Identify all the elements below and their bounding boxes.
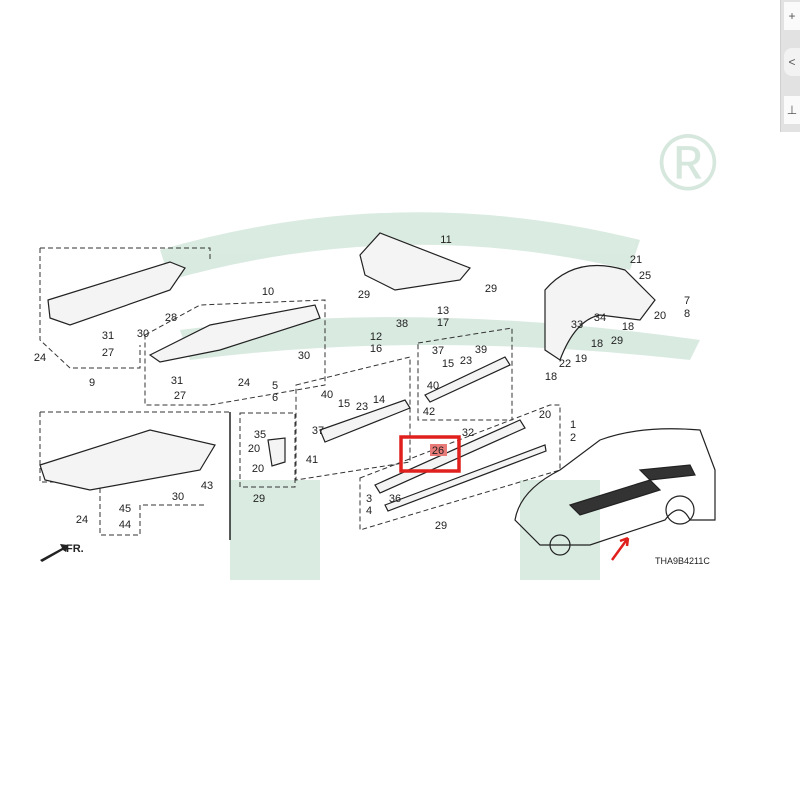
direction-indicator: FR. xyxy=(40,543,84,562)
callout-33: 33 xyxy=(571,319,583,331)
svg-text:FR.: FR. xyxy=(66,543,84,555)
callout-40: 40 xyxy=(321,389,333,401)
callout-20: 20 xyxy=(654,310,666,322)
highlight-box-part-26[interactable] xyxy=(399,435,461,473)
callout-7: 7 xyxy=(684,295,690,307)
callout-5: 5 xyxy=(272,380,278,392)
callout-27: 27 xyxy=(102,347,114,359)
car-illustration xyxy=(514,428,716,556)
callout-12: 12 xyxy=(370,331,382,343)
callout-40: 40 xyxy=(427,380,439,392)
collapse-icon[interactable]: ⊥ xyxy=(784,96,800,124)
callout-13: 13 xyxy=(437,305,449,317)
callout-19: 19 xyxy=(575,353,587,365)
callout-11: 11 xyxy=(440,234,451,246)
callout-highlighted: 26 xyxy=(432,445,444,457)
callout-44: 44 xyxy=(119,519,131,531)
callout-29: 29 xyxy=(358,289,370,301)
callout-16: 16 xyxy=(370,343,382,355)
callout-29: 29 xyxy=(435,520,447,532)
callout-30: 30 xyxy=(298,350,310,362)
callout-30: 30 xyxy=(172,491,184,503)
callout-15: 15 xyxy=(442,358,454,370)
red-arrow xyxy=(610,536,630,561)
callout-43: 43 xyxy=(201,480,213,492)
callout-20: 20 xyxy=(539,409,551,421)
callout-27: 27 xyxy=(174,390,186,402)
engine-undercover xyxy=(359,232,471,291)
side-garnish-front xyxy=(319,399,411,443)
plus-icon[interactable]: + xyxy=(784,2,800,30)
callout-18: 18 xyxy=(622,321,634,333)
callout-4: 4 xyxy=(366,505,372,517)
callout-10: 10 xyxy=(262,286,274,298)
callout-24: 24 xyxy=(238,377,250,389)
callout-24: 24 xyxy=(34,352,46,364)
callout-29: 29 xyxy=(485,283,497,295)
callout-30: 30 xyxy=(137,328,149,340)
callout-1: 1 xyxy=(570,419,576,431)
undercover-front-left xyxy=(47,261,186,326)
callout-45: 45 xyxy=(119,503,131,515)
callout-34: 34 xyxy=(594,312,606,324)
part-shapes xyxy=(39,232,656,512)
diagram-code: THA9B4211C xyxy=(655,556,710,566)
callout-3: 3 xyxy=(366,493,372,505)
callout-37: 37 xyxy=(312,425,324,437)
undercover-center xyxy=(39,429,216,491)
callout-21: 21 xyxy=(630,254,642,266)
callout-18: 18 xyxy=(591,338,603,350)
callout-42: 42 xyxy=(423,406,435,418)
callout-38: 38 xyxy=(396,318,408,330)
side-panel: + < ⊥ xyxy=(780,0,800,132)
callout-29: 29 xyxy=(253,493,265,505)
callout-25: 25 xyxy=(639,270,651,282)
highlight-label-bg xyxy=(430,444,447,456)
callout-35: 35 xyxy=(254,429,266,441)
callout-8: 8 xyxy=(684,308,690,320)
watermark: ® xyxy=(160,118,717,580)
callout-9: 9 xyxy=(89,377,95,389)
callout-31: 31 xyxy=(171,375,183,387)
callout-41: 41 xyxy=(306,454,318,466)
side-garnish-rear xyxy=(424,356,511,403)
callout-6: 6 xyxy=(272,392,278,404)
callout-20: 20 xyxy=(248,443,260,455)
callout-2: 2 xyxy=(570,432,576,444)
chevron-left-icon[interactable]: < xyxy=(784,48,800,76)
callout-29: 29 xyxy=(611,335,623,347)
bracket xyxy=(267,437,286,467)
callout-24: 24 xyxy=(76,514,88,526)
callout-31: 31 xyxy=(102,330,114,342)
callout-36: 36 xyxy=(389,493,401,505)
callout-17: 17 xyxy=(437,317,449,329)
registered-mark: ® xyxy=(659,118,718,207)
callout-23: 23 xyxy=(356,401,368,413)
callout-28: 28 xyxy=(165,312,177,324)
callout-15: 15 xyxy=(338,398,350,410)
callout-32: 32 xyxy=(462,427,474,439)
callout-14: 14 xyxy=(373,394,385,406)
side-sill-garnish xyxy=(374,419,526,494)
fender-liner xyxy=(544,264,656,361)
undercover-front-right xyxy=(148,304,321,363)
callout-37: 37 xyxy=(432,345,444,357)
callout-39: 39 xyxy=(475,344,487,356)
callout-22: 22 xyxy=(559,358,571,370)
callout-20: 20 xyxy=(252,463,264,475)
callout-18: 18 xyxy=(545,371,557,383)
callout-23: 23 xyxy=(460,355,472,367)
side-sill-molding xyxy=(384,444,547,512)
